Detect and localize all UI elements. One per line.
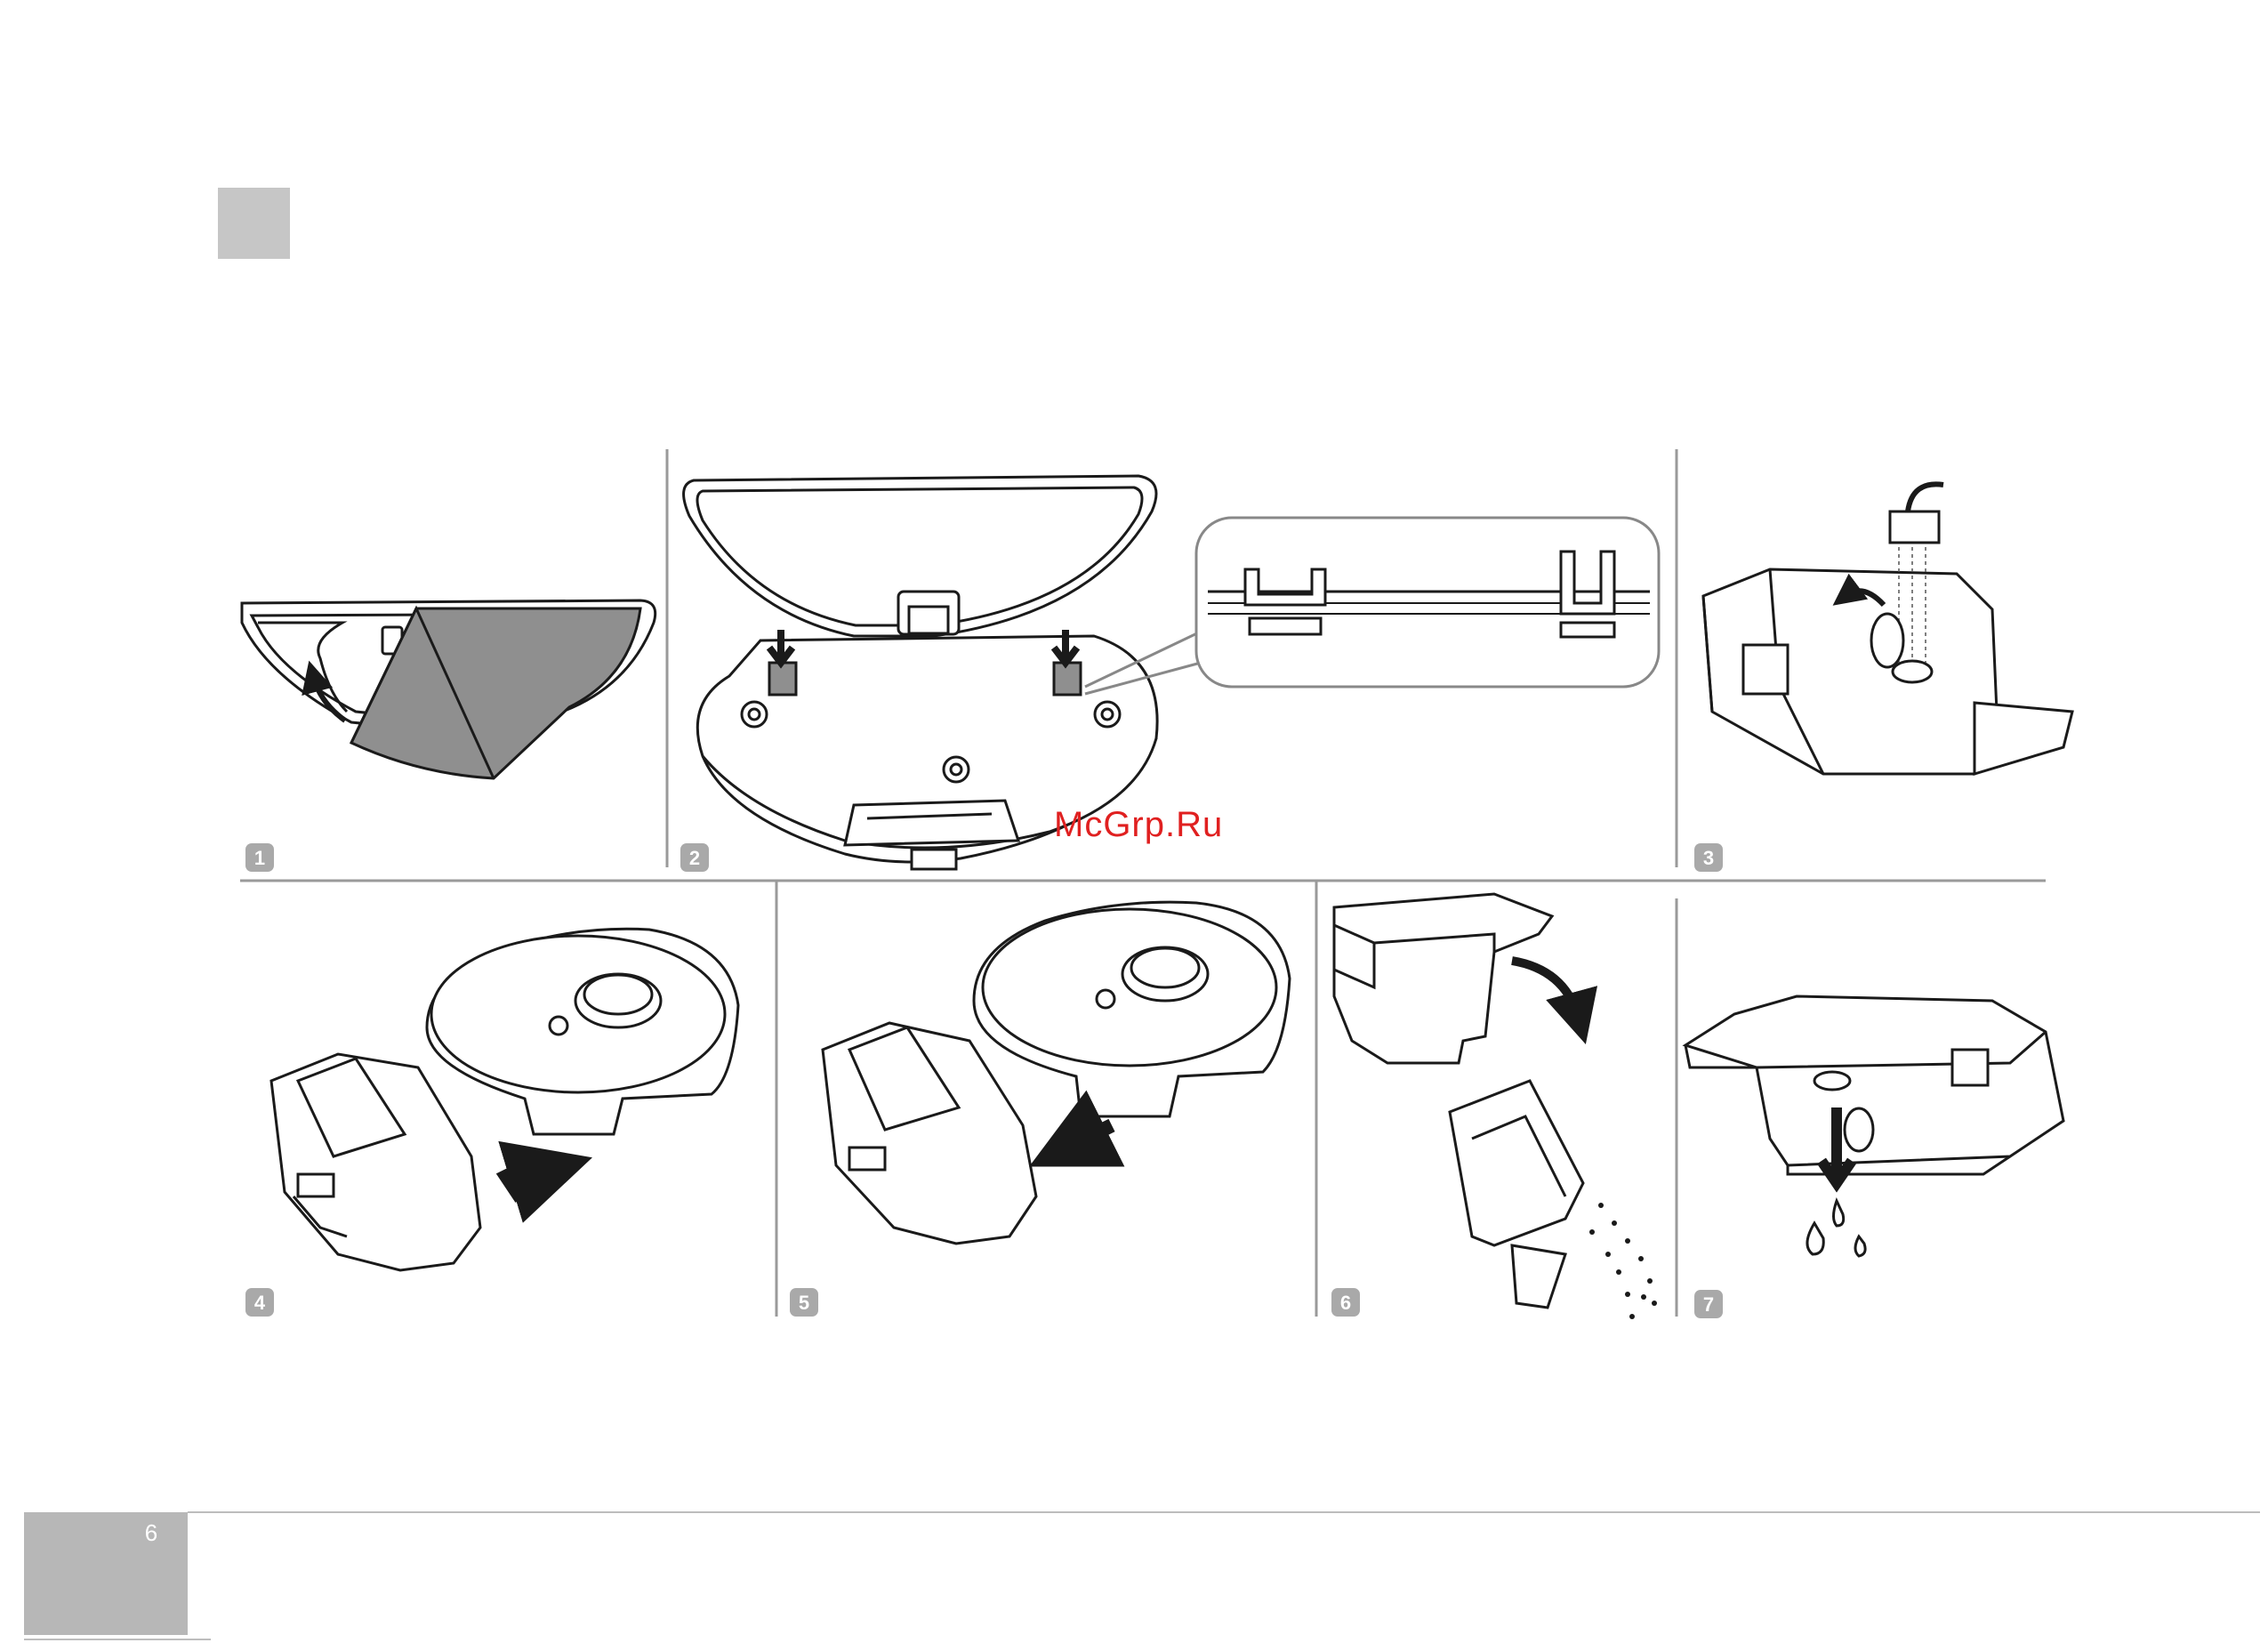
step-badge-3: 3	[1694, 843, 1723, 872]
step-label-7: 7	[1703, 1293, 1714, 1316]
step-badge-7: 7	[1694, 1290, 1723, 1318]
watermark-text: McGrp.Ru	[1054, 805, 1223, 845]
step-5-illustration	[823, 902, 1290, 1244]
step-badge-6: 6	[1331, 1288, 1360, 1317]
footer-divider	[188, 1511, 2260, 1513]
step-label-2: 2	[689, 847, 700, 869]
step-3-illustration	[1703, 484, 2072, 774]
step-7-illustration	[1685, 996, 2063, 1256]
step-6-illustration	[1334, 894, 1657, 1319]
step-badge-1: 1	[245, 843, 274, 872]
step-label-3: 3	[1703, 847, 1714, 869]
step-4-illustration	[271, 929, 738, 1270]
step-1-illustration	[242, 600, 655, 778]
step-label-4: 4	[254, 1292, 266, 1314]
step-label-1: 1	[254, 847, 265, 869]
footer-bottom-rule	[24, 1639, 211, 1640]
step-badge-5: 5	[790, 1288, 818, 1317]
page-number: 6	[133, 1519, 169, 1547]
step-badge-4: 4	[245, 1288, 274, 1317]
step-label-5: 5	[799, 1292, 809, 1314]
step-label-6: 6	[1340, 1292, 1351, 1314]
step-badge-2: 2	[680, 843, 709, 872]
